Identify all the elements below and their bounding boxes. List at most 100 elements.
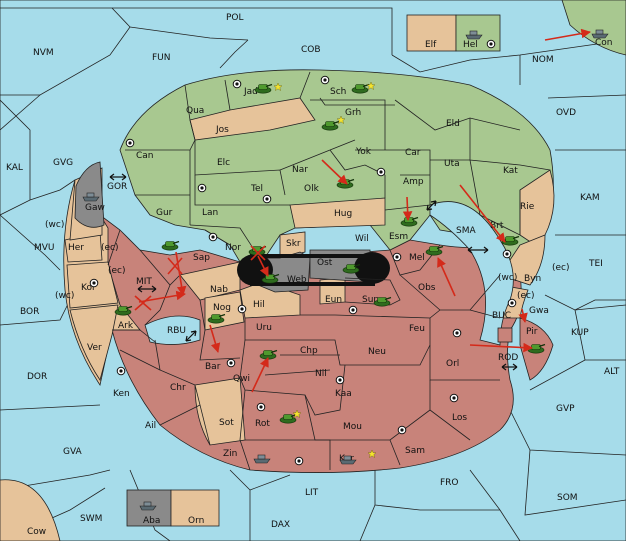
label-nom: NOM	[532, 55, 554, 65]
label-ost: Ost	[317, 258, 333, 268]
province-orn[interactable]	[170, 489, 220, 527]
label-con: Con	[595, 38, 613, 48]
label-skr: Skr	[286, 239, 301, 249]
label-brt: Brt	[490, 221, 504, 231]
province-ver[interactable]	[69, 304, 119, 381]
label-qua: Qua	[186, 106, 204, 116]
label-sot: Sot	[219, 418, 234, 428]
supply-center-icon	[262, 194, 272, 204]
label-wil: Wil	[355, 234, 369, 244]
label-tel: Tel	[250, 184, 263, 194]
supply-center-icon	[294, 456, 304, 466]
supply-center-icon	[449, 393, 459, 403]
label-kam: KAM	[580, 193, 600, 203]
supply-center-icon	[507, 298, 517, 308]
label-ken: Ken	[113, 389, 130, 399]
label-buc: BUC	[492, 311, 511, 321]
label-cob: COB	[301, 45, 321, 55]
province-buc-island[interactable]	[497, 327, 513, 343]
label-pir: Pir	[526, 327, 538, 337]
label-mou: Mou	[343, 422, 362, 432]
label-tei: TEI	[588, 259, 603, 269]
label-hug: Hug	[334, 209, 352, 219]
label-lan: Lan	[202, 208, 218, 218]
label-ver: Ver	[87, 343, 102, 353]
supply-center-icon	[116, 366, 126, 376]
label-mit: MIT	[136, 277, 152, 287]
label-chr: Chr	[170, 383, 186, 393]
label-rbu: RBU	[167, 326, 186, 336]
label-ec1: (ec)	[101, 243, 119, 253]
sea-region-borders	[0, 7, 626, 541]
province-hug[interactable]	[289, 197, 386, 229]
black-lake-band-top	[250, 254, 375, 258]
supply-center-icon	[226, 358, 236, 368]
label-her: Her	[68, 243, 84, 253]
black-lake-band-bottom	[250, 282, 375, 286]
canal-markers	[109, 173, 518, 371]
label-neu: Neu	[368, 347, 386, 357]
label-gor: GOR	[107, 182, 127, 192]
label-ail: Ail	[145, 421, 156, 431]
province-skr[interactable]	[279, 231, 306, 259]
label-gaw: Gaw	[85, 203, 105, 213]
label-grh: Grh	[345, 108, 361, 118]
label-eun: Eun	[325, 295, 342, 305]
supply-center-icon	[197, 183, 207, 193]
province-labels: Elf Hel Con Cow Aba Orn Jad Sch Qua Jos …	[27, 38, 613, 537]
label-elf: Elf	[425, 40, 437, 50]
label-eld: Eld	[446, 119, 460, 129]
label-web: Web	[287, 275, 307, 285]
supply-center-icon	[348, 305, 358, 315]
label-fro: FRO	[440, 478, 459, 488]
label-gvg: GVG	[53, 158, 73, 168]
label-aba: Aba	[143, 516, 160, 526]
label-hel: Hel	[463, 40, 478, 50]
supply-center-icon	[502, 249, 512, 259]
label-dax: DAX	[271, 520, 290, 530]
label-fun: FUN	[152, 53, 171, 63]
supply-centers	[89, 39, 517, 466]
label-uta: Uta	[444, 159, 460, 169]
red-province-borders	[107, 229, 501, 471]
supply-center-icon	[376, 167, 386, 177]
label-sma: SMA	[456, 226, 476, 236]
label-gvp: GVP	[556, 404, 575, 414]
label-jos: Jos	[215, 125, 229, 135]
label-mvu: MVU	[34, 243, 55, 253]
order-arrows	[134, 28, 591, 393]
label-obs: Obs	[418, 283, 436, 293]
supply-center-icon	[335, 375, 345, 385]
label-nab: Nab	[210, 285, 228, 295]
label-hil: Hil	[253, 300, 265, 310]
label-car: Car	[405, 148, 421, 158]
label-alt: ALT	[604, 367, 620, 377]
label-nog: Nog	[213, 303, 231, 313]
label-rot: Rot	[255, 419, 270, 429]
sea-sma[interactable]	[429, 201, 514, 346]
label-zin: Zin	[223, 449, 237, 459]
supply-center-icon	[237, 304, 247, 314]
label-bor: BOR	[20, 307, 39, 317]
label-rod: ROD	[498, 353, 518, 363]
label-ec4: (ec)	[517, 291, 535, 301]
label-swm: SWM	[80, 514, 102, 524]
province-elf[interactable]	[406, 14, 457, 52]
label-kor: Kor	[81, 283, 96, 293]
label-ark: Ark	[118, 321, 134, 331]
label-kal: KAL	[6, 163, 23, 173]
label-rie: Rie	[520, 202, 535, 212]
sea-labels: POL NVM FUN COB NOM OVD KAL GVG KAM MVU …	[6, 13, 620, 530]
label-sap: Sap	[193, 253, 210, 263]
province-sot[interactable]	[194, 377, 246, 446]
label-qwi: Qwi	[233, 374, 250, 384]
label-orl: Orl	[446, 359, 459, 369]
label-wc2: (wc)	[55, 291, 74, 301]
label-kaa: Kaa	[335, 389, 352, 399]
supply-center-icon	[256, 402, 266, 412]
supply-center-icon	[89, 278, 99, 288]
label-nil: Nil	[315, 369, 327, 379]
supply-center-icon	[232, 79, 242, 89]
label-feu: Feu	[409, 324, 425, 334]
label-som: SOM	[557, 493, 578, 503]
